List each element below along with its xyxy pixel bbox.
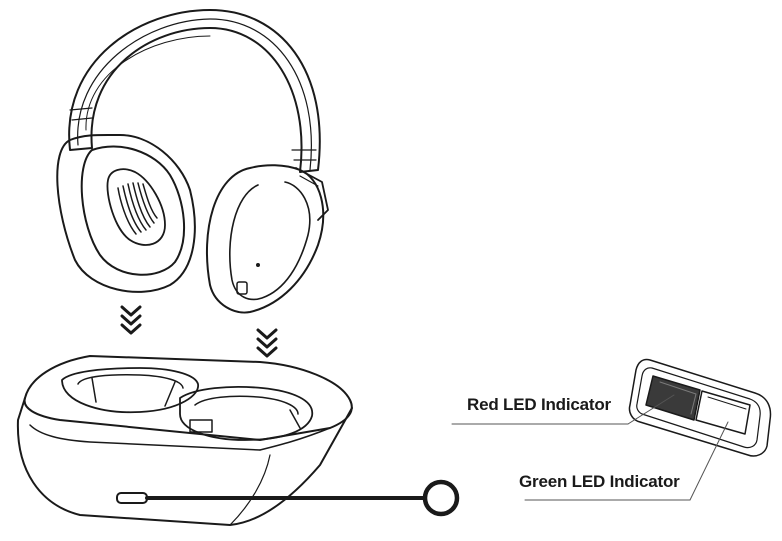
left-speaker-grille [117,182,158,235]
headphones [56,9,329,314]
earcup-button [236,281,248,295]
left-cradle [61,367,199,414]
charging-dock [16,355,353,526]
down-chevrons-icon [120,305,142,335]
right-cradle [179,386,313,441]
usb-port-icon [116,492,148,504]
led-indicator-panel [628,358,772,457]
red-led-label: Red LED Indicator [467,395,611,414]
left-earcup [56,133,196,293]
down-chevrons-icon [256,328,278,358]
red-led-indicator [645,375,701,421]
right-earcup [206,164,325,314]
headband [68,9,321,173]
left-ear-cushion [80,145,186,276]
green-led-indicator [695,390,751,435]
green-led-label: Green LED Indicator [519,472,680,491]
connector-ring-icon [422,479,460,517]
